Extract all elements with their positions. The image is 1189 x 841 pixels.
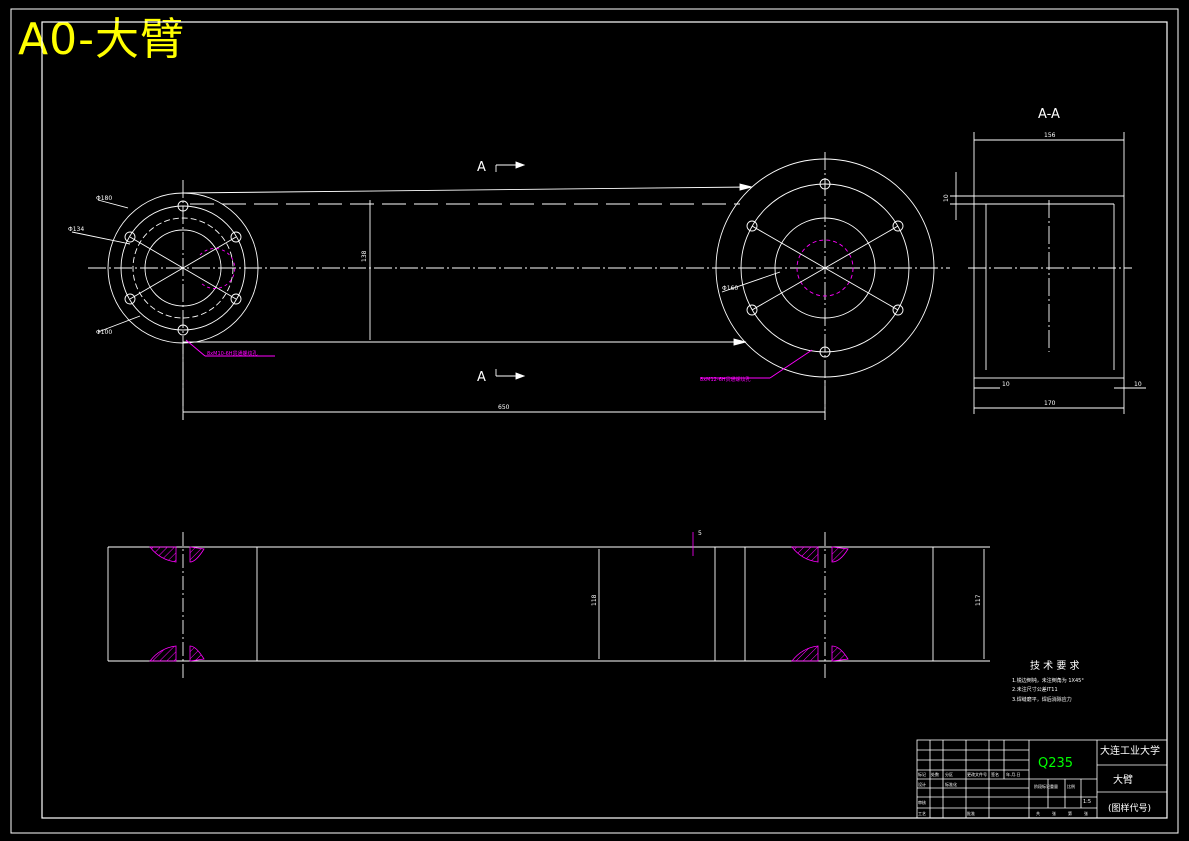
section-dim-bottom: 170: [1044, 400, 1056, 407]
side-height-mid: 118: [591, 594, 598, 606]
svg-text:审核: 审核: [918, 799, 926, 805]
cut-mark-top: A: [477, 160, 486, 175]
part-name: 大臂: [1113, 773, 1133, 786]
side-view: [107, 532, 990, 680]
right-bolt-holes: [746, 178, 904, 358]
cut-mark-bottom: A: [477, 370, 486, 385]
svg-text:设计: 设计: [918, 781, 926, 787]
dia-left-mid: Φ134: [68, 226, 84, 233]
svg-text:张: 张: [1052, 810, 1056, 816]
section-dim-right-wall: 10: [1134, 381, 1142, 388]
sheet-title: A0-大臂: [18, 14, 185, 65]
side-step: 5: [698, 530, 702, 537]
drawing-code: (图样代号): [1108, 802, 1151, 814]
section-dim-left-wall: 10: [1002, 381, 1010, 388]
scale-value: 1:5: [1083, 799, 1091, 805]
inner-border: [41, 21, 1168, 819]
svg-text:阶段标记: 阶段标记: [1034, 783, 1050, 789]
note-left: 8xM10-6H贯通螺纹孔: [207, 350, 258, 357]
svg-text:标记: 标记: [918, 771, 926, 777]
svg-text:张: 张: [1084, 810, 1088, 816]
tech-req-item-1: 1.锐边倒钝，未注倒角为 1X45°: [1012, 677, 1084, 684]
tech-req-item-3: 3.焊缝磨平，焊后消除应力: [1012, 696, 1072, 703]
center-distance-dim: 650: [498, 404, 510, 411]
svg-text:共: 共: [1036, 810, 1040, 816]
side-height-right: 117: [975, 594, 982, 606]
title-block-footer-labels: 共 张 第 张: [1036, 810, 1088, 816]
title-block-row-labels: 标记 处数 分区 更改文件号 签名 年.月.日: [918, 771, 1021, 777]
plan-view: [71, 152, 950, 420]
section-title: A-A: [1038, 107, 1060, 122]
section-view: [950, 132, 1146, 414]
outer-border: [10, 8, 1179, 834]
school-name: 大连工业大学: [1100, 744, 1160, 757]
section-dim-top: 10: [943, 194, 950, 202]
title-block: [916, 739, 1168, 819]
tech-req-item-2: 2.未注尺寸公差IT11: [1012, 686, 1058, 693]
svg-text:分区: 分区: [945, 771, 953, 777]
svg-text:重量: 重量: [1050, 783, 1058, 789]
left-hub-mid: [120, 205, 246, 331]
right-hub-mid: [774, 217, 876, 319]
dia-left-inner: Φ100: [96, 329, 112, 336]
svg-text:更改文件号: 更改文件号: [967, 771, 987, 777]
svg-text:标准化: 标准化: [945, 781, 957, 787]
side-view-hatches: [149, 532, 849, 662]
tech-req-heading: 技 术 要 求: [1030, 659, 1080, 672]
left-hub-bolt-circle: [132, 217, 234, 319]
right-hub-outer: [715, 158, 935, 378]
svg-text:工艺: 工艺: [918, 811, 926, 816]
left-bolt-holes: [124, 200, 242, 336]
arm-height-dim: 138: [361, 250, 368, 262]
right-hub-inner: [796, 239, 854, 297]
thread-annotations: [185, 248, 813, 379]
title-block-role-labels: 设计 标准化 阶段标记 重量 比例 审核 工艺 批准: [918, 781, 1075, 816]
svg-text:批准: 批准: [967, 810, 975, 816]
svg-text:签名: 签名: [991, 771, 999, 777]
material: Q235: [1038, 756, 1073, 771]
svg-text:第: 第: [1068, 810, 1072, 816]
dia-left-outer: Φ180: [96, 195, 112, 202]
note-right: 8xM12-6H贯通螺纹孔: [700, 376, 751, 383]
svg-text:处数: 处数: [931, 771, 939, 777]
svg-text:年.月.日: 年.月.日: [1006, 771, 1021, 777]
right-hub-bolt-circle: [740, 183, 910, 353]
left-hub-inner: [144, 229, 222, 307]
svg-text:比例: 比例: [1067, 783, 1075, 789]
section-dim-width: 156: [1044, 132, 1056, 139]
dia-right: Φ160: [722, 285, 738, 292]
